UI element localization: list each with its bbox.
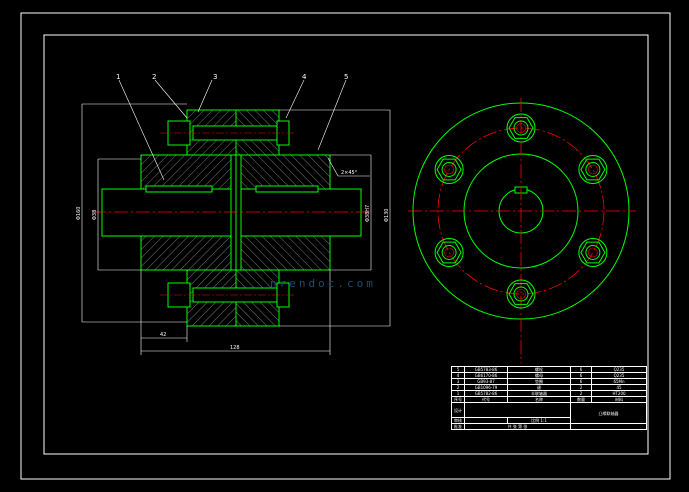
balloon-3: 3: [213, 73, 218, 81]
dim-overall-length: 128: [230, 345, 240, 351]
approve-label: 批准: [451, 423, 465, 430]
balloon-5: 5: [344, 73, 349, 81]
outer-border: [20, 12, 671, 480]
bolt-nut-5: [434, 238, 464, 267]
front-view: [408, 98, 636, 363]
sheet-info: 共 张 第 张: [464, 423, 571, 430]
bolt-nut-4: [506, 279, 536, 309]
bolt-nut-3: [578, 238, 608, 267]
dim-left-bore: Φ38: [92, 209, 98, 220]
balloon-1: 1: [116, 73, 121, 81]
scale-label: 比例: [531, 418, 540, 423]
watermark-text: nrendoc.com: [270, 277, 376, 290]
balloon-2: 2: [152, 73, 157, 81]
balloon-4: 4: [302, 73, 307, 81]
drawing-title: 凸缘联轴器: [570, 402, 647, 424]
inner-border: [43, 34, 649, 455]
shaft-right: [240, 188, 362, 237]
bolt-nut-6: [434, 155, 464, 184]
dim-chamfer: 2×45°: [341, 170, 358, 176]
bolt-nut-1: [506, 113, 536, 143]
section-view: [81, 79, 391, 355]
dim-left-outer: Φ160: [76, 206, 82, 220]
design-label: 设计: [451, 402, 465, 418]
dim-hub-length: 42: [160, 332, 167, 338]
scale-value: 1:1: [540, 418, 547, 423]
key-right: [255, 185, 319, 193]
bolt-nut-2: [578, 155, 608, 184]
shaft-left: [101, 188, 232, 237]
dim-right-bore: Φ38H7: [365, 204, 371, 222]
key-left: [145, 185, 213, 193]
dim-right-outer: Φ130: [384, 208, 390, 222]
